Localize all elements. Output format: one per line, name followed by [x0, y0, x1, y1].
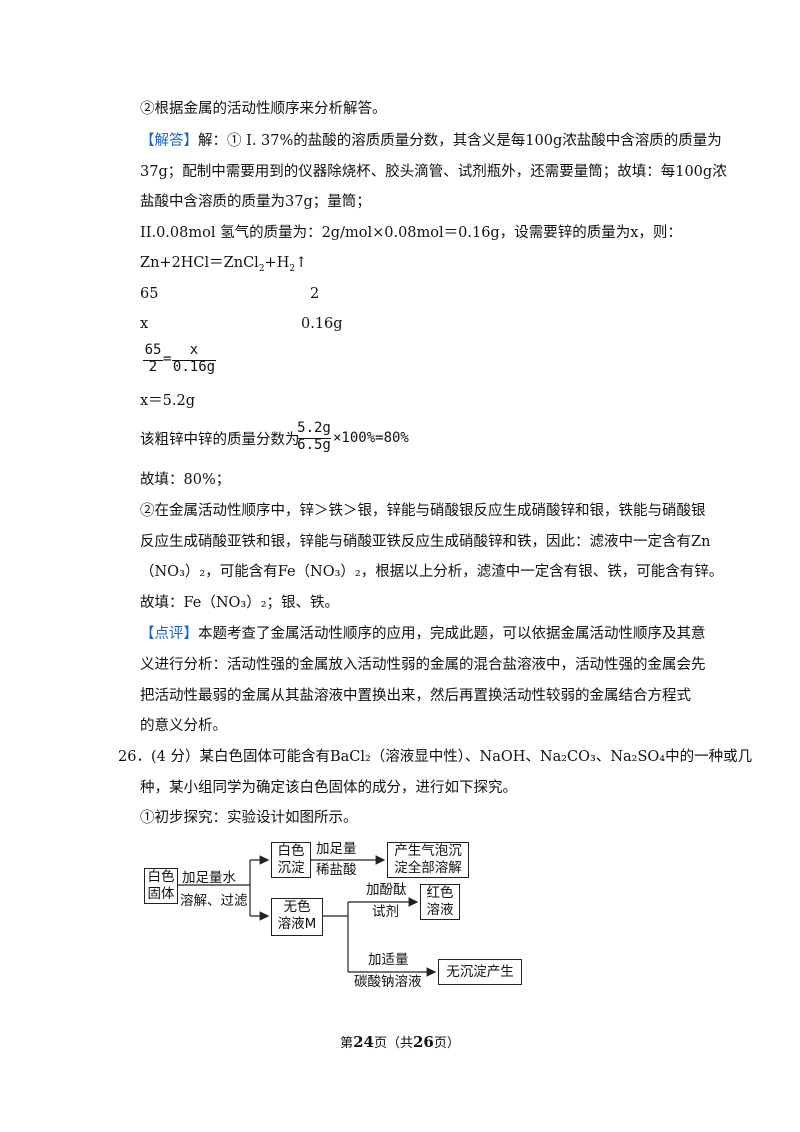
fraction-52-65: 5.2g 6.5g	[297, 420, 331, 453]
ratio-line: x	[140, 314, 148, 334]
text-line: 故填：80%；	[140, 472, 231, 488]
fraction-numerator: 65	[144, 342, 162, 358]
box-text: 溶液	[426, 902, 454, 918]
fraction-bar	[143, 360, 163, 361]
text-line: 反应生成硝酸亚铁和银，锌能与硝酸亚铁反应生成硝酸锌和铁，因此：滤液中一定含有Zn	[140, 534, 711, 550]
box-text: 沉淀	[277, 860, 305, 876]
ratio-value: x	[140, 316, 149, 332]
fraction-denominator: 0.16g	[172, 359, 216, 375]
step-label-add-appropriate: 加适量	[368, 952, 409, 968]
comment-tag: 【点评】	[140, 626, 198, 642]
text-line: 37g；配制中需要用到的仪器除烧杯、胶头滴管、试剂瓶外，还需要量筒；故填：每10…	[140, 164, 727, 180]
box-text: 淀全部溶解	[394, 860, 462, 876]
white-solid-box: 白色 固体	[144, 868, 178, 904]
footer-text: 页（共	[373, 1036, 413, 1051]
text-line: 盐酸中含溶质的质量为37g；量筒；	[140, 194, 371, 210]
step-label-dilute-hcl: 稀盐酸	[316, 862, 357, 878]
question-26-line: 26．(4 分）某白色固体可能含有BaCl₂（溶液显中性）、NaOH、Na₂CO…	[118, 749, 753, 765]
equation-part: Zn+2HCl＝ZnCl	[140, 255, 259, 271]
step-label-sodium-carbonate: 碳酸钠溶液	[354, 974, 422, 990]
mass-fraction-line: 该粗锌中锌的质量分数为	[140, 430, 300, 450]
text-line: x＝5.2g	[140, 393, 196, 409]
ratio-value: 65	[140, 286, 159, 302]
equation-part: +H	[264, 255, 290, 271]
flow-arrows	[178, 855, 437, 977]
colorless-solution-box: 无色 溶液M	[271, 898, 323, 936]
comment-text: 本题考查了金属活动性顺序的应用，完成此题，可以依据金属活动性顺序及其意	[198, 626, 706, 642]
step-label-phenolphthalein: 加酚酞	[366, 882, 407, 898]
page-total: 26	[413, 1033, 434, 1051]
box-text: 无色	[283, 899, 311, 915]
fraction-denominator: 2	[148, 359, 158, 375]
text-line: II.0.08mol 氢气的质量为：2g/mol×0.08mol＝0.16g，设…	[140, 225, 682, 241]
experiment-flow-diagram: 白色 固体 加足量水 溶解、过滤 白色 沉淀 加足量 稀盐酸 产生气泡沉 淀全部…	[140, 840, 540, 1000]
box-text: 白色	[277, 843, 305, 859]
text-line: 故填：Fe（NO₃）₂；银、铁。	[140, 595, 340, 611]
text-line: ②在金属活动性顺序中，锌＞铁＞银，锌能与硝酸银反应生成硝酸锌和银，铁能与硝酸银	[140, 503, 706, 519]
answer-text: 解：① I. 37%的盐酸的溶质质量分数，其含义是每100g浓盐酸中含溶质的质量…	[198, 133, 722, 149]
box-text: 红色	[426, 885, 454, 901]
no-precipitate-box: 无沉淀产生	[438, 959, 522, 985]
text-line: 的意义分析。	[140, 718, 227, 734]
equation-subscript: 2	[289, 263, 296, 274]
gas-arrow: ↑	[295, 255, 308, 271]
step-label-add-water: 加足量水	[182, 870, 236, 886]
fraction-bar	[172, 360, 216, 361]
box-text: 白色	[147, 869, 175, 885]
step-label-filter: 溶解、过滤	[180, 893, 248, 909]
comment-line: 【点评】本题考查了金属活动性顺序的应用，完成此题，可以依据金属活动性顺序及其意	[140, 624, 706, 644]
equation-subscript: 2	[258, 263, 265, 274]
question-26-line: ①初步探究：实验设计如图所示。	[140, 810, 358, 826]
text-line: 把活动性最弱的金属从其盐溶液中置换出来，然后再置换活动性较弱的金属结合方程式	[140, 688, 691, 704]
equals-sign: =	[163, 351, 172, 367]
question-26-line: 种，某小组同学为确定该白色固体的成分，进行如下探究。	[140, 780, 517, 796]
result-bubbles-box: 产生气泡沉 淀全部溶解	[387, 842, 469, 878]
page-footer: 第24页（共26页）	[0, 1032, 800, 1051]
page-number: 24	[353, 1033, 374, 1051]
equation-line: Zn+2HCl＝ZnCl2+H2↑	[140, 253, 307, 279]
answer-line: 【解答】解：① I. 37%的盐酸的溶质质量分数，其含义是每100g浓盐酸中含溶…	[140, 131, 722, 151]
red-solution-box: 红色 溶液	[420, 884, 460, 920]
ratio-value: 2	[310, 286, 320, 302]
box-text: 固体	[147, 886, 175, 902]
ratio-value: 0.16g	[301, 316, 343, 332]
text-line: （NO₃）₂，可能含有Fe（NO₃）₂，根据以上分析，滤渣中一定含有银、铁，可能…	[140, 564, 724, 580]
answer-tag: 【解答】	[140, 133, 198, 149]
footer-text: 第	[340, 1036, 354, 1051]
box-text: 产生气泡沉	[394, 843, 462, 859]
step-label-reagent: 试剂	[372, 904, 399, 920]
fraction-bar	[297, 438, 331, 439]
fraction-numerator: 5.2g	[297, 420, 331, 436]
fraction-numerator: x	[189, 342, 199, 358]
text-line: ②根据金属的活动性顺序来分析解答。	[140, 101, 387, 117]
fraction-x-016: x 0.16g	[172, 342, 216, 375]
fraction-65-2: 65 2	[143, 342, 163, 375]
percent-expression: ×100%=80%	[333, 430, 409, 446]
mass-fraction-label: 该粗锌中锌的质量分数为	[140, 432, 300, 448]
text-line: 义进行分析：活动性强的金属放入活动性弱的金属的混合盐溶液中，活动性强的金属会先	[140, 657, 706, 673]
fraction-denominator: 6.5g	[297, 437, 331, 453]
box-text: 溶液M	[277, 916, 317, 932]
ratio-line: 65	[140, 284, 158, 304]
step-label-add-hcl: 加足量	[316, 841, 357, 857]
footer-text: 页）	[433, 1036, 460, 1051]
white-precipitate-box: 白色 沉淀	[271, 842, 311, 878]
